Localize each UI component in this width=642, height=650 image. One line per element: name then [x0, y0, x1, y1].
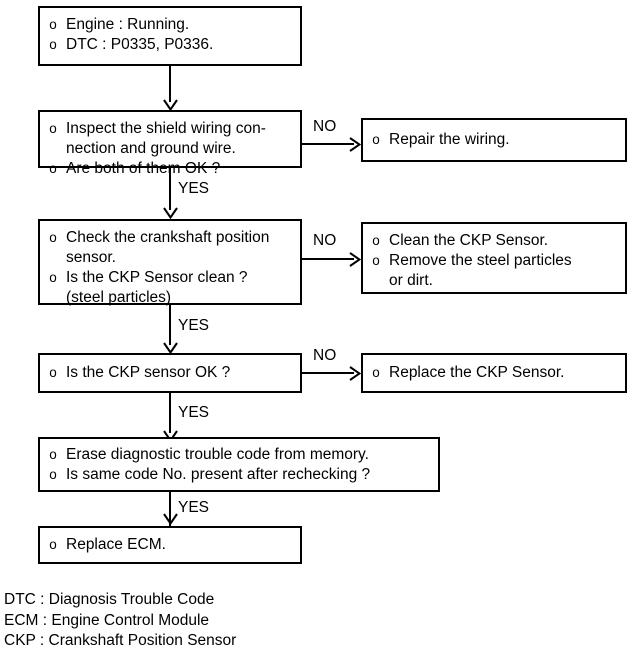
bullet-marker: o	[49, 537, 57, 552]
bullet-marker: o	[49, 467, 57, 482]
node-line-text: Replace ECM.	[66, 536, 166, 553]
arrowhead-down-icon	[163, 206, 178, 220]
legend-line-ckp: CKP : Crankshaft Position Sensor	[4, 632, 237, 649]
arrowhead-down-icon	[163, 341, 178, 355]
arrowhead-right-icon	[349, 366, 362, 381]
edge-label-yes-1: YES	[178, 180, 210, 197]
arrowhead-down-icon	[163, 98, 178, 112]
node-line: o Replace ECM.	[40, 535, 300, 555]
node-ckp-sensor-ok: o Is the CKP sensor OK ?	[38, 353, 302, 393]
bullet-marker: o	[49, 270, 57, 285]
bullet-marker: o	[49, 121, 57, 136]
node-line: o Is the CKP sensor OK ?	[40, 363, 300, 383]
bullet-marker: o	[49, 37, 57, 52]
node-line-text: Repair the wiring.	[389, 131, 510, 148]
connector-check-to-ckpok	[169, 305, 171, 345]
edge-label-no-1: NO	[313, 118, 337, 135]
node-replace-ecm: o Replace ECM.	[38, 526, 302, 564]
node-line-text: Is the CKP sensor OK ?	[66, 364, 231, 381]
node-clean-ckp-sensor: o Clean the CKP Sensor. o Remove the ste…	[361, 222, 627, 294]
node-erase-code: o Erase diagnostic trouble code from mem…	[38, 437, 440, 492]
arrowhead-right-icon	[349, 252, 362, 267]
bullet-marker: o	[372, 132, 380, 147]
node-line: o Replace the CKP Sensor.	[363, 363, 625, 383]
node-line-text: DTC : P0335, P0336.	[66, 36, 214, 53]
node-line-text: Inspect the shield wiring con-nection an…	[66, 120, 266, 157]
node-line-text: Clean the CKP Sensor.	[389, 232, 549, 249]
bullet-marker: o	[49, 365, 57, 380]
edge-label-yes-4: YES	[178, 499, 210, 516]
legend-line-dtc: DTC : Diagnosis Trouble Code	[4, 591, 215, 608]
arrowhead-right-icon	[349, 137, 362, 152]
connector-ckpok-to-erase	[169, 393, 171, 433]
node-line: o DTC : P0335, P0336.	[40, 35, 300, 55]
node-line: o Is the CKP Sensor clean ?(steel partic…	[40, 268, 300, 308]
connector-check-to-clean	[302, 258, 354, 260]
connector-inspect-to-check	[169, 168, 171, 210]
node-line-text: Is the CKP Sensor clean ?(steel particle…	[66, 269, 248, 306]
node-line: o Erase diagnostic trouble code from mem…	[40, 445, 438, 465]
node-line: o Inspect the shield wiring con-nection …	[40, 119, 300, 159]
connector-inspect-to-repair	[302, 143, 354, 145]
edge-label-yes-2: YES	[178, 317, 210, 334]
node-inspect-wiring: o Inspect the shield wiring con-nection …	[38, 110, 302, 177]
bullet-marker: o	[372, 233, 380, 248]
bullet-marker: o	[49, 17, 57, 32]
node-line: o Repair the wiring.	[363, 130, 625, 150]
node-line: o Is same code No. present after recheck…	[40, 465, 438, 485]
node-line-text: Is same code No. present after recheckin…	[66, 466, 371, 483]
node-replace-ckp-sensor: o Replace the CKP Sensor.	[361, 353, 627, 393]
bullet-marker: o	[49, 161, 57, 176]
bullet-marker: o	[49, 447, 57, 462]
node-line: o Clean the CKP Sensor.	[363, 231, 625, 251]
connector-erase-to-replaceecm	[169, 492, 171, 528]
connector-start-to-inspect	[169, 66, 171, 102]
bullet-marker: o	[372, 253, 380, 268]
arrowhead-down-icon	[163, 512, 178, 526]
node-repair-wiring: o Repair the wiring.	[361, 118, 627, 162]
node-line: o Engine : Running.	[40, 15, 300, 35]
node-line: o Are both of them OK ?	[40, 159, 300, 179]
bullet-marker: o	[49, 230, 57, 245]
node-line-text: Erase diagnostic trouble code from memor…	[66, 446, 369, 463]
node-line-text: Are both of them OK ?	[66, 160, 221, 177]
node-line-text: Engine : Running.	[66, 16, 190, 33]
bullet-marker: o	[372, 365, 380, 380]
edge-label-no-2: NO	[313, 232, 337, 249]
legend-line-ecm: ECM : Engine Control Module	[4, 611, 210, 629]
node-start: o Engine : Running. o DTC : P0335, P0336…	[38, 6, 302, 66]
connector-ckpok-to-replaceckp	[302, 372, 354, 374]
abbreviation-legend: DTC : Diagnosis Trouble Code ECM : Engin…	[4, 590, 236, 650]
node-line-text: Replace the CKP Sensor.	[389, 364, 565, 381]
edge-label-no-3: NO	[313, 347, 337, 364]
edge-label-yes-3: YES	[178, 404, 210, 421]
